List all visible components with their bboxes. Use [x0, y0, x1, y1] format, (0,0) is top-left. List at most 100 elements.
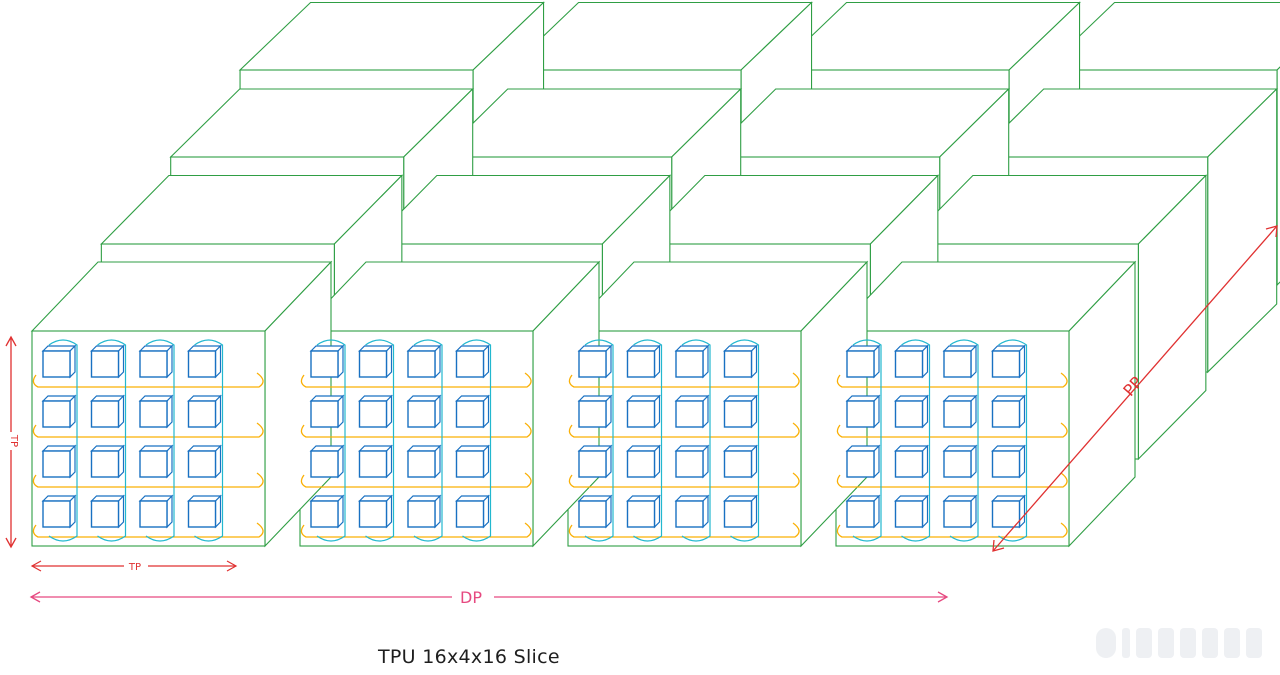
tpu-chip — [723, 394, 758, 429]
ici-link-horizontal — [32, 422, 264, 438]
tpu-chip — [455, 444, 490, 479]
ici-link-horizontal — [32, 372, 264, 388]
tpu-chip — [577, 444, 613, 479]
ici-link-vertical — [633, 339, 663, 542]
tpu-chip — [577, 394, 613, 429]
ici-link-vertical — [97, 339, 127, 542]
tpu-chip — [626, 444, 661, 479]
tpu-chip — [41, 344, 77, 379]
tpu-chip — [894, 344, 929, 379]
ici-link-vertical — [681, 339, 711, 542]
tpu-chip — [406, 344, 442, 379]
tpu-chip — [358, 344, 393, 379]
tpu-chip — [309, 344, 345, 379]
ici-link-horizontal — [300, 372, 532, 388]
tpu-chip — [845, 444, 881, 479]
tpu-chip — [90, 494, 125, 529]
tpu-chip — [674, 394, 710, 429]
ici-link-vertical — [998, 339, 1028, 542]
ici-link-vertical — [462, 339, 492, 542]
ici-link-vertical — [730, 339, 760, 542]
tpu-chip — [138, 444, 174, 479]
ici-link-horizontal — [836, 422, 1068, 438]
ici-link-vertical — [852, 339, 882, 542]
tpu-chip — [455, 394, 490, 429]
tpu-chip — [577, 494, 613, 529]
tpu-chip — [187, 394, 222, 429]
tpu-chip — [626, 394, 661, 429]
tp-horizontal-axis: TP — [30, 559, 238, 573]
ici-link-vertical — [365, 339, 395, 542]
ici-link-vertical — [316, 339, 346, 542]
cube-front-face-chips — [300, 339, 532, 542]
ici-link-horizontal — [836, 372, 1068, 388]
tp-vertical-axis: TP — [4, 335, 19, 549]
ici-link-horizontal — [568, 472, 800, 488]
tpu-chip — [138, 344, 174, 379]
tpu-chip — [90, 394, 125, 429]
tpu-chip — [138, 494, 174, 529]
tpu-chip — [358, 394, 393, 429]
diagram-title: TPU 16x4x16 Slice — [378, 646, 560, 668]
tpu-chip — [991, 494, 1026, 529]
ici-link-horizontal — [300, 472, 532, 488]
tpu-chip — [138, 394, 174, 429]
cube-front-face-chips — [568, 339, 800, 542]
dp-label: DP — [460, 588, 482, 607]
dp-axis: DP — [29, 588, 949, 607]
tpu-chip — [41, 494, 77, 529]
tpu-chip — [991, 394, 1026, 429]
tpu-chip — [358, 494, 393, 529]
cube-front-face-chips — [32, 339, 264, 542]
tpu-chip — [991, 344, 1026, 379]
tp-vertical-label: TP — [8, 434, 19, 447]
tpu-chip — [723, 494, 758, 529]
tpu-chip — [845, 344, 881, 379]
ici-link-horizontal — [32, 472, 264, 488]
cube-front-face-chips — [836, 339, 1068, 542]
tpu-chip — [942, 394, 978, 429]
tpu-chip — [991, 444, 1026, 479]
tpu-chip — [674, 494, 710, 529]
ici-link-vertical — [145, 339, 175, 542]
tpu-chip — [626, 344, 661, 379]
tpu-chip — [309, 494, 345, 529]
ici-link-horizontal — [568, 422, 800, 438]
chips-layer — [32, 339, 1068, 542]
tpu-chip — [674, 344, 710, 379]
tpu-chip — [455, 344, 490, 379]
tpu-chip — [723, 344, 758, 379]
tpu-chip — [41, 444, 77, 479]
tpu-chip — [406, 444, 442, 479]
tpu-chip — [406, 394, 442, 429]
tpu-chip — [942, 344, 978, 379]
tpu-chip — [845, 494, 881, 529]
tpu-chip — [187, 344, 222, 379]
tpu-chip — [942, 494, 978, 529]
tpu-chip — [309, 444, 345, 479]
tpu-chip — [90, 344, 125, 379]
tp-horizontal-label: TP — [128, 562, 141, 573]
tpu-chip — [90, 444, 125, 479]
ici-link-vertical — [413, 339, 443, 542]
ici-link-vertical — [584, 339, 614, 542]
tpu-chip — [894, 394, 929, 429]
ici-link-horizontal — [836, 472, 1068, 488]
tpu-chip — [455, 494, 490, 529]
tpu-chip — [845, 394, 881, 429]
tpu-chip — [41, 394, 77, 429]
tpu-chip — [894, 444, 929, 479]
tpu-chip — [187, 444, 222, 479]
tpu-chip — [309, 394, 345, 429]
ici-link-horizontal — [568, 372, 800, 388]
ici-link-vertical — [194, 339, 224, 542]
ici-link-vertical — [949, 339, 979, 542]
tpu-chip — [894, 494, 929, 529]
tpu-chip — [187, 494, 222, 529]
tpu-chip — [577, 344, 613, 379]
ici-link-vertical — [901, 339, 931, 542]
tpu-chip — [626, 494, 661, 529]
ici-link-vertical — [48, 339, 78, 542]
tpu-chip — [406, 494, 442, 529]
watermark-logo — [1096, 628, 1262, 658]
